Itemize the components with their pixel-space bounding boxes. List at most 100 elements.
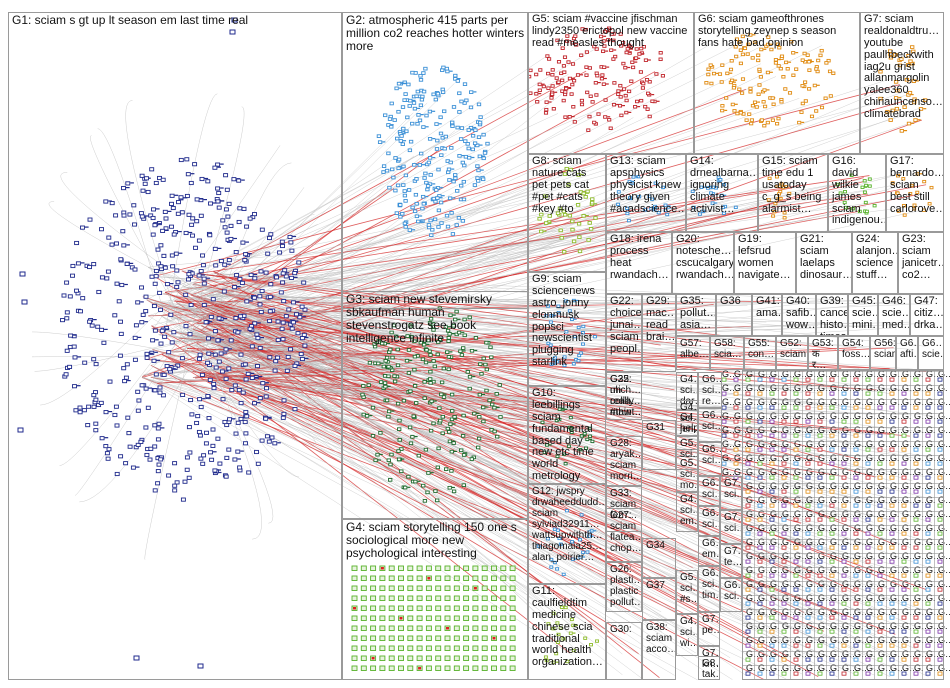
group-panel-g80: G8… tak…: [698, 656, 720, 680]
group-label-g10: G10: leebillings sciam fundamental based…: [532, 388, 603, 483]
group-panel-g33: G33: sciam fern…: [606, 486, 642, 532]
group-label-g64: G6… sci…: [702, 444, 719, 466]
group-panel-g66: G6… sci…: [698, 506, 720, 536]
group-panel-g29: G29: mac… read brai…: [642, 294, 676, 372]
group-panel-g32: G32: mich… colla… #thw…: [606, 372, 642, 420]
group-label-g16: G16: david wilkie james sciam indigenou…: [832, 156, 883, 227]
group-panel-g39: G39: cancer histo… times…: [816, 294, 848, 336]
group-panel-g7: G7: sciam realdonaldtru… youtube paulhbe…: [860, 12, 944, 154]
group-panel-g16: G16: david wilkie james sciam indigenou…: [828, 154, 886, 232]
group-label-g58: G58: scia…: [714, 338, 741, 360]
group-label-g52: G52: sciam: [780, 338, 805, 360]
group-panel-g63: G6… scie…: [918, 336, 944, 370]
group-label-g62: G6… afti…: [900, 338, 915, 360]
group-panel-g34: G34: [642, 538, 676, 578]
group-label-g24: G24: alanjon… science stuff…: [856, 234, 895, 282]
group-panel-g28: G28: aryak… sciam morri…: [606, 436, 642, 486]
group-label-g33: G33: sciam fern…: [610, 488, 639, 521]
group-label-g47: G47: citiz… drka…: [914, 296, 941, 332]
group-label-g61: G6… sci…: [702, 410, 719, 432]
group-label-g46: G46: scie… med…: [882, 296, 907, 332]
group-panel-g55: G55: con…: [744, 336, 776, 370]
group-label-g53: G53: क र…: [812, 338, 835, 370]
group-label-g23: G23: sciam janicetr… co2…: [902, 234, 941, 282]
group-panel-g70: G7… pe…: [698, 612, 720, 646]
group-label-g37: G37: [646, 580, 673, 591]
group-label-g57: G57: albe…: [680, 338, 707, 360]
group-panel-g58: G58: scia…: [710, 336, 744, 370]
group-label-g28: G28: aryak… sciam morri…: [610, 438, 639, 482]
group-label-g36: G36: [720, 296, 749, 308]
group-label-g45: G45: scie… mini…: [852, 296, 875, 332]
group-label-g11: G11: caulfieldtim medicine chinese scia …: [532, 586, 603, 669]
group-label-g51: G5… sci…: [680, 438, 695, 460]
group-panel-g35: G35: pollut… asia…: [676, 294, 716, 336]
group-label-g73: G7… sci…: [724, 512, 739, 534]
group-panel-g69: G6… sci… tim…: [698, 566, 720, 612]
group-panel-g31: G31: [642, 420, 676, 470]
group-panel-g41: G41: ama…: [752, 294, 782, 336]
group-panel-g68: G6… sci…: [720, 578, 742, 612]
group-label-g68: G6… sci…: [724, 580, 739, 602]
group-label-g56: G56: sciam: [874, 338, 893, 360]
group-panel-g74: G7… te…: [720, 544, 742, 578]
group-panel-g37: G37: [642, 578, 676, 620]
group-label-g67: G6… em…: [702, 538, 717, 560]
group-panel-g57: G57: albe…: [676, 336, 710, 370]
group-panel-g8: G8: sciam nature cats pet pets cat #pet …: [528, 154, 606, 272]
group-label-g14: G14: drnealbarna… ignoring climate activ…: [690, 156, 755, 215]
group-label-g48: G4… sci… em…: [680, 494, 695, 527]
group-label-g20: G20: notesche… cscucalgary rwandach…: [676, 234, 731, 282]
group-panel-g6: G6: sciam gameofthrones storytelling zey…: [694, 12, 860, 154]
group-panel-g46: G46: scie… med…: [878, 294, 910, 336]
group-panel-g14: G14: drnealbarna… ignoring climate activ…: [686, 154, 758, 232]
group-label-g38: G38: sciam acco…: [646, 622, 673, 655]
group-label-g9: G9: sciam sciencenews astro_jonny elonmu…: [532, 274, 603, 369]
group-label-g70: G7… pe…: [702, 614, 717, 636]
group-label-g13: G13: sciam apsphysics physicist knew the…: [610, 156, 683, 215]
group-label-g44: G4… help: [680, 412, 695, 434]
group-panel-g10: G10: leebillings sciam fundamental based…: [528, 386, 606, 484]
group-panel-g4: G4: sciam storytelling 150 one s sociolo…: [342, 519, 528, 680]
group-panel-g19: G19: lefsrud women navigate…: [734, 232, 796, 294]
group-label-g40: G40: safib… wow…: [786, 296, 813, 332]
group-panel-g22: G22: choice junai… sciam peopl…: [606, 294, 642, 372]
group-label-g19: G19: lefsrud women navigate…: [738, 234, 793, 282]
group-panel-g12: G12: jwspry drwaheeddudd… sciam sylviad3…: [528, 484, 606, 584]
group-panel-g17: G17: bernardo… sciam best still carlorov…: [886, 154, 944, 232]
group-label-g17: G17: bernardo… sciam best still carlorov…: [890, 156, 941, 215]
group-label-g15: G15: sciam time edu 1 usatoday c_g_s bei…: [762, 156, 825, 215]
group-panel-g5: G5: sciam #vaccine jfischman lindy2350 e…: [528, 12, 694, 154]
group-panel-g62: G6… afti…: [896, 336, 918, 370]
group-panel-g15: G15: sciam time edu 1 usatoday c_g_s bei…: [758, 154, 828, 232]
group-panel-g38: G38: sciam acco…: [642, 620, 676, 680]
group-panel-g56: G56: sciam: [870, 336, 896, 370]
group-panel-g49: G4… sci… wi…: [676, 614, 698, 656]
group-label-g7: G7: sciam realdonaldtru… youtube paulhbe…: [864, 14, 941, 121]
group-panel-g72: G7… sci…: [720, 476, 742, 510]
group-label-g26: G26: plasti… plastic pollut…: [610, 564, 639, 608]
group-label-g60: G6… sci… re…: [702, 374, 719, 407]
group-panel-g60: G6… sci… re…: [698, 372, 722, 408]
group-panel-g9: G9: sciam sciencenews astro_jonny elonmu…: [528, 272, 606, 386]
group-label-g72: G7… sci…: [724, 478, 739, 500]
tiny-groups-grid: [742, 370, 944, 680]
group-label-g4: G4: sciam storytelling 150 one s sociolo…: [346, 521, 525, 560]
group-label-g5: G5: sciam #vaccine jfischman lindy2350 e…: [532, 14, 691, 50]
group-label-g3: G3: sciam new stevemirsky sbkaufman huma…: [346, 293, 525, 345]
group-panel-g24: G24: alanjon… science stuff…: [852, 232, 898, 294]
group-panel-g67: G6… em…: [698, 536, 720, 566]
group-panel-g2: G2: atmospheric 415 parts per million co…: [342, 12, 528, 309]
group-label-g66: G6… sci…: [702, 508, 717, 530]
group-label-g54: G54: foss…: [842, 338, 867, 360]
group-label-g6: G6: sciam gameofthrones storytelling zey…: [698, 14, 857, 50]
group-panel-g53: G53: क र…: [808, 336, 838, 370]
group-label-g32: G32: mich… colla… #thw…: [610, 374, 639, 418]
tiny-group-label: G.: [722, 454, 732, 463]
group-label-g41: G41: ama…: [756, 296, 779, 320]
group-label-g1: G1: sciam s gt up lt season em last time…: [12, 14, 339, 27]
group-panel-g47: G47: citiz… drka…: [910, 294, 944, 336]
group-label-g65: G6… sci…: [702, 478, 717, 500]
group-panel-g64: G6… sci…: [698, 442, 722, 476]
group-label-g12: G12: jwspry drwaheeddudd… sciam sylviad3…: [532, 486, 603, 563]
